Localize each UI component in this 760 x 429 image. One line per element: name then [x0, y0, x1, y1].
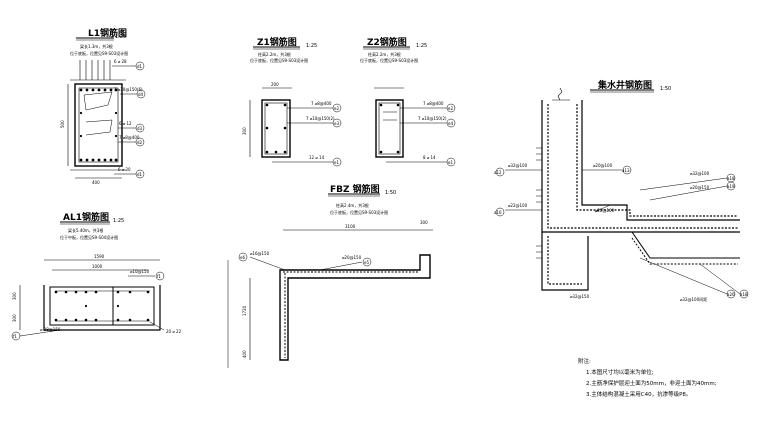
notes-item-2: 2.主筋净保护层迎土面为50mm，非迎土面为40mm; [586, 381, 717, 387]
sump-tag-2: a13 [622, 168, 630, 173]
z1-dim-w: 200 [271, 82, 279, 87]
al1-tag-2: f1 [13, 334, 17, 339]
al1-note1: 梁长5.40m，共3根 [68, 227, 103, 233]
l1-rebars [79, 88, 118, 162]
z2-title: Z2钢筋图 [367, 36, 407, 48]
sump-detail: 集水井钢筋图 1:50 ⌀32@100 [494, 79, 749, 302]
notes-item-3: 3.主体结构混凝土采用C40，抗渗等级P8。 [586, 392, 692, 398]
z1-tag-1: e2 [334, 106, 339, 111]
sump-tag-5: a19 [727, 184, 735, 189]
sump-bar-6: ⌀22@100 [595, 208, 615, 213]
z1-bar-1: 7 ⌀8@400 [311, 101, 332, 106]
sump-tag-7: a18 [740, 292, 748, 297]
z1-bar-2: 7 ⌀10@150(2) [306, 116, 335, 121]
al1-dim-2: 1000 [92, 264, 103, 269]
sump-tag-3: a16 [494, 210, 502, 215]
z2-bar-3: 8 ⌀ 14 [423, 155, 436, 160]
l1-note1: 梁长1.3m，共3根 [80, 43, 113, 49]
sump-bar-2: ⌀20@100 [593, 163, 613, 168]
al1-scale: 1:25 [113, 218, 124, 224]
sump-bar-4: ⌀32@100 [690, 171, 710, 176]
z1-tag-2: e3 [334, 121, 339, 126]
l1-note2: 位于底板，位置见S9-S03设计图 [70, 50, 128, 56]
z1-dim-h: 300 [242, 127, 247, 135]
fbz-dim-1: 3100 [345, 224, 356, 229]
z1-tag-3: e1 [334, 160, 339, 165]
fbz-note2: 位于底板，位置见S9-S03设计图 [330, 209, 388, 215]
al1-bar-1: ⌀10@150 [130, 269, 150, 274]
sump-bar-7: ⌀32@150 [570, 294, 590, 299]
l1-section [74, 83, 123, 167]
l1-bar-3: 6 ⌀ 12 [119, 121, 132, 126]
al1-bar-3: 20 ⌀ 22 [166, 329, 182, 334]
z2-tag-1: e2 [448, 106, 453, 111]
fbz-tag-1: e6 [240, 255, 245, 260]
sump-bar-5: ⌀20@150 [690, 185, 710, 190]
fbz-dim-4: 400 [242, 350, 247, 358]
sump-bar-3: ⌀22@100 [508, 203, 528, 208]
fbz-dim-3: 1720 [242, 305, 247, 316]
z2-tag-2: e4 [448, 121, 453, 126]
al1-tag-1: f1 [157, 274, 161, 279]
z2-detail: Z2钢筋图 1:25 柱高2.2m，共3根 位于底板，位置见S9-S03设计图 … [360, 36, 456, 167]
l1-scale: 1:25 [115, 34, 126, 40]
sump-title: 集水井钢筋图 [597, 79, 652, 91]
notes-item-1: 1.本图尺寸均以毫米为单位; [586, 370, 654, 376]
fbz-title: FBZ 钢筋图 [330, 183, 380, 195]
l1-tag-5: d1 [137, 172, 143, 177]
z1-detail: Z1钢筋图 1:25 柱高2.2m，共3根 位于底板，位置见S9-S03设计图 … [242, 36, 342, 167]
z2-note1: 柱高2.2m，共3根 [368, 51, 401, 57]
l1-title: L1钢筋图 [88, 27, 127, 39]
al1-dim-1: 1590 [94, 254, 105, 259]
z2-tag-3: e1 [448, 160, 453, 165]
fbz-tag-2: e5 [364, 260, 369, 265]
sump-tag-1: a12 [494, 170, 502, 175]
fbz-dim-2: 300 [420, 220, 428, 225]
l1-dim-w: 400 [92, 180, 100, 185]
al1-bar-2: ⌀ 28@150 [40, 327, 61, 332]
l1-bar-5: 6 ⌀ 20 [118, 167, 131, 172]
sump-tag-4: a18 [727, 176, 735, 181]
l1-dim-h: 500 [60, 120, 65, 128]
l1-tag-2: d4 [138, 92, 144, 97]
l1-bar-4: 7 ⌀8@400 [119, 135, 140, 140]
sump-scale: 1:50 [660, 86, 671, 92]
al1-title: AL1钢筋图 [63, 211, 109, 223]
al1-dim-4: 300 [12, 314, 17, 322]
z1-title: Z1钢筋图 [257, 36, 297, 48]
z1-scale: 1:25 [306, 43, 317, 49]
l1-bar-2: 7 ⌀10@150(6) [114, 87, 143, 92]
notes-heading: 附注: [578, 359, 591, 365]
l1-tag-1: d1 [137, 64, 143, 69]
l1-tag-4: d2 [137, 140, 143, 145]
notes-block: 附注: 1.本图尺寸均以毫米为单位; 2.主筋净保护层迎土面为50mm，非迎土面… [578, 357, 753, 401]
z1-note2: 位于底板，位置见S9-S03设计图 [250, 57, 308, 63]
fbz-note1: 柱高2.4m，共3根 [336, 202, 369, 208]
z2-note2: 位于底板，位置见S9-S03设计图 [360, 57, 418, 63]
z1-note1: 柱高2.2m，共3根 [258, 51, 291, 57]
fbz-bar-2: ⌀20@150 [342, 255, 362, 260]
fbz-detail: FBZ 钢筋图 1:50 柱高2.4m，共3根 位于底板，位置见S9-S03设计… [227, 183, 433, 368]
z1-bar-3: 12 ⌀ 14 [309, 155, 325, 160]
al1-detail: AL1钢筋图 1:25 梁长5.40m，共3根 位于中板，位置见S9-S04设计… [11, 211, 182, 341]
z2-bar-1: 7 ⌀8@400 [423, 101, 444, 106]
l1-detail: L1钢筋图 1:25 梁长1.3m，共3根 位于底板，位置见S9-S03设计图 … [60, 27, 146, 185]
al1-dim-3: 300 [12, 292, 17, 300]
sump-tag-6: a20 [727, 292, 735, 297]
l1-tag-3: d3 [137, 126, 143, 131]
l1-bar-1: 6 ⌀ 28 [114, 59, 127, 64]
sump-bar-1: ⌀32@100 [508, 163, 528, 168]
sump-bar-8: ⌀32@100间距 [680, 296, 707, 302]
z2-scale: 1:25 [416, 43, 427, 49]
z2-bar-2: 7 ⌀10@150(2) [418, 116, 447, 121]
fbz-scale: 1:50 [385, 190, 396, 196]
al1-note2: 位于中板，位置见S9-S04设计图 [60, 234, 118, 240]
fbz-bar-1: ⌀16@150 [250, 251, 270, 256]
